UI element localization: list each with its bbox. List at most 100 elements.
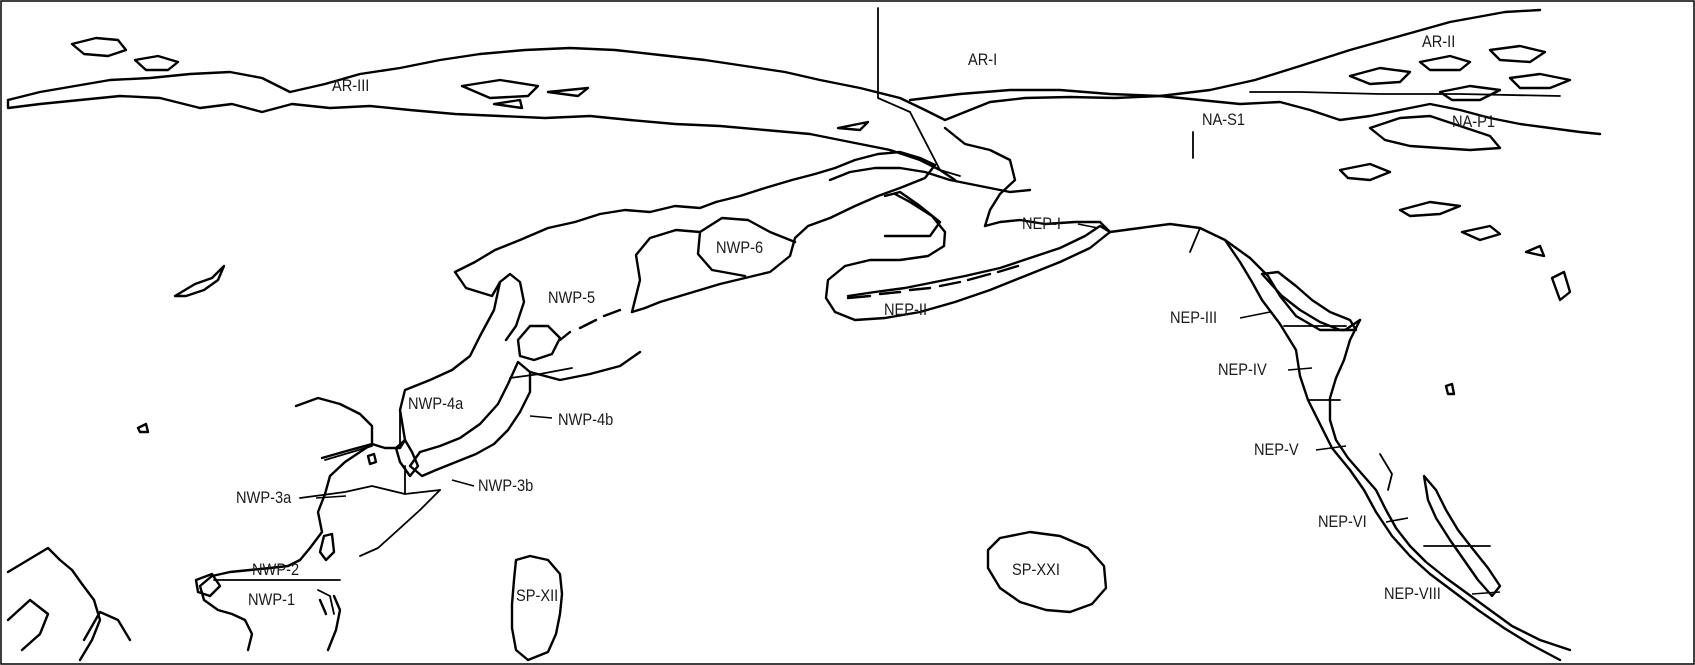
yellow-sea-coast xyxy=(370,438,407,450)
russia-arctic-inner-coast xyxy=(198,102,957,182)
china-coast xyxy=(198,396,374,652)
label-ar-i: AR-I xyxy=(968,50,998,69)
arctic-island-1 xyxy=(70,36,128,58)
label-nwp-3a: NWP-3a xyxy=(236,488,292,507)
southeast-asia-coast xyxy=(6,546,132,662)
arctic-island-e4 xyxy=(1438,84,1502,102)
kamchatka-peninsula xyxy=(630,163,937,314)
label-nep-i: NEP-I xyxy=(1022,214,1061,233)
philippines-north xyxy=(318,594,342,652)
label-nwp-1: NWP-1 xyxy=(248,590,296,609)
hokkaido-island xyxy=(516,324,562,362)
okhotsk-west-coast xyxy=(453,200,718,274)
label-nep-iii: NEP-III xyxy=(1170,308,1218,327)
leader-nep-viii xyxy=(1471,591,1501,595)
alaska-north-slope xyxy=(908,88,1342,122)
leader-nep-v xyxy=(1315,445,1347,451)
arctic-island-e2 xyxy=(1418,54,1472,72)
aleutian-arc xyxy=(846,264,1020,300)
label-nep-iv: NEP-IV xyxy=(1218,360,1267,379)
bristol-bay-coast xyxy=(983,218,1112,234)
label-ar-iii: AR-III xyxy=(332,76,370,95)
baja-california xyxy=(1422,474,1502,598)
islet-west xyxy=(136,422,150,434)
arctic-island-e1 xyxy=(1348,66,1412,86)
label-na-s1: NA-S1 xyxy=(1202,110,1246,129)
sakhalin-island xyxy=(498,272,526,342)
boundary-nwp-3-4 xyxy=(324,445,373,461)
label-ar-ii: AR-II xyxy=(1422,32,1456,51)
canada-arctic-coast xyxy=(1338,102,1602,136)
leader-nwp-3b xyxy=(451,479,475,487)
sp-xxi-outline xyxy=(986,530,1108,614)
arctic-island-6 xyxy=(836,120,870,132)
alaska-peninsula xyxy=(846,224,1112,298)
boundary-nwp-3-2 xyxy=(299,485,441,499)
label-na-p1: NA-P1 xyxy=(1452,112,1496,131)
islet-ne-pacific xyxy=(1444,382,1456,396)
gulf-of-alaska-coast xyxy=(1108,222,1362,332)
russia-arctic-coast xyxy=(6,8,1542,122)
boundary-nep-v-vi xyxy=(1379,453,1393,491)
nep-ii-boundary xyxy=(824,192,1112,322)
boundary-nwp-5-4 xyxy=(509,367,573,379)
chukotka-coast xyxy=(828,166,1032,194)
arctic-island-e3 xyxy=(1488,44,1547,64)
arctic-island-e10 xyxy=(1550,270,1572,302)
na-p1-boundary xyxy=(1368,114,1502,152)
arctic-island-3 xyxy=(460,78,540,100)
honshu-island xyxy=(408,360,532,478)
arctic-island-2 xyxy=(133,54,180,72)
label-nwp-4a: NWP-4a xyxy=(408,394,464,413)
leader-nwp-4b xyxy=(529,415,553,419)
boundary-nep-i-iii xyxy=(1189,227,1201,253)
leader-nep-iii xyxy=(1239,311,1271,319)
kolyma-coast xyxy=(6,94,202,110)
leader-nep-iv xyxy=(1287,367,1313,371)
boundary-ar-ii-na xyxy=(1249,91,1561,97)
okhotsk-north-coast xyxy=(714,150,937,204)
coast-offshore-line xyxy=(1223,238,1562,662)
boundary-ar-i-west xyxy=(877,7,911,113)
mainland-coast-asia xyxy=(398,270,502,442)
china-inland-line xyxy=(320,442,374,460)
leader-nep-vi xyxy=(1385,517,1409,523)
label-nep-viii: NEP-VIII xyxy=(1384,584,1441,603)
vancouver-island xyxy=(1260,270,1358,332)
label-nep-ii: NEP-II xyxy=(884,300,928,319)
label-nep-v: NEP-V xyxy=(1254,440,1299,459)
label-sp-xii: SP-XII xyxy=(516,586,559,605)
arctic-island-e6 xyxy=(1338,162,1392,182)
arctic-island-e9 xyxy=(1524,244,1546,258)
sp-xii-outline xyxy=(510,554,564,662)
nwp-6-area xyxy=(630,228,747,314)
boundary-nwp-3b-south xyxy=(359,489,441,557)
arctic-island-e5 xyxy=(1508,72,1572,90)
kamchatka-inner xyxy=(698,216,797,244)
islet-sea-japan xyxy=(366,452,378,466)
bering-coast-west xyxy=(883,190,942,238)
label-nwp-6: NWP-6 xyxy=(716,238,764,257)
kuril-chain xyxy=(558,308,622,342)
leader-nep-i xyxy=(1077,223,1099,229)
arctic-island-e7 xyxy=(1398,200,1462,218)
leader-nwp-3a xyxy=(315,495,347,499)
hainan-island xyxy=(194,572,222,598)
label-nwp-2: NWP-2 xyxy=(252,560,300,579)
label-nwp-5: NWP-5 xyxy=(548,288,596,307)
arctic-island-5 xyxy=(492,98,524,110)
label-nwp-3b: NWP-3b xyxy=(478,476,534,495)
islet-sea-okhotsk xyxy=(173,264,226,298)
arctic-island-e8 xyxy=(1460,224,1502,242)
label-nwp-4b: NWP-4b xyxy=(558,410,614,429)
taiwan-island xyxy=(318,532,336,562)
alaska-west-coast xyxy=(943,126,1017,228)
north-america-west-coast xyxy=(1328,318,1572,652)
boundary-ar-i-east xyxy=(909,111,961,177)
label-nep-vi: NEP-VI xyxy=(1318,512,1367,531)
boundary-nwp-1-east xyxy=(317,589,335,615)
sea-of-japan-east xyxy=(528,350,642,382)
arctic-island-4 xyxy=(546,86,590,98)
